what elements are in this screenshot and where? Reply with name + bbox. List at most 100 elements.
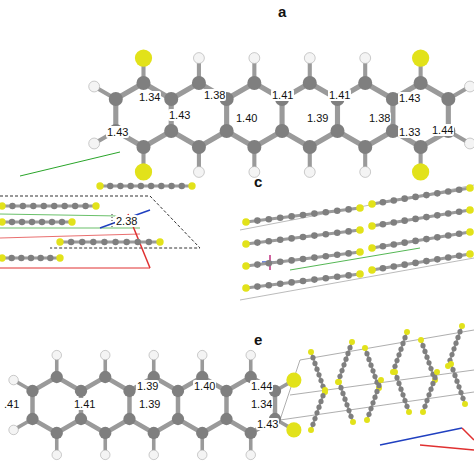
carbon-atom <box>59 219 65 225</box>
carbon-atom <box>434 190 441 197</box>
hydrogen-atom <box>89 138 100 149</box>
carbon-atom <box>79 239 85 245</box>
bond-length: 1.43 <box>398 92 421 104</box>
carbon-atom <box>148 183 154 189</box>
bond-length: 1.41 <box>328 89 351 101</box>
carbon-atom <box>404 404 409 409</box>
carbon-atom <box>358 140 372 154</box>
halogen-atom <box>364 417 370 423</box>
carbon-atom <box>456 230 463 237</box>
carbon-atom <box>368 363 373 368</box>
carbon-atom <box>456 252 463 259</box>
halogen-atom <box>242 284 250 292</box>
carbon-atom <box>422 404 427 409</box>
carbon-atom <box>334 252 341 259</box>
halogen-atom <box>412 49 429 66</box>
carbon-atom <box>380 221 387 228</box>
carbon-atom <box>26 385 38 397</box>
bond <box>393 332 407 372</box>
carbon-atom <box>51 371 63 383</box>
halogen-atom <box>56 254 63 261</box>
carbon-atom <box>348 414 353 419</box>
bond-length: 1.39 <box>136 380 159 392</box>
carbon-atom <box>342 397 347 402</box>
carbon-atom <box>277 237 284 244</box>
bond-length: 1.41 <box>271 89 294 101</box>
bond <box>246 230 360 244</box>
carbon-atom <box>380 265 387 272</box>
carbon-atom <box>164 92 178 106</box>
carbon-atom <box>401 195 408 202</box>
hydrogen-atom <box>9 375 19 385</box>
carbon-atom <box>68 239 74 245</box>
carbon-atom <box>434 234 441 241</box>
hydrogen-atom <box>304 167 315 178</box>
carbon-atom <box>338 385 343 390</box>
carbon-atom <box>412 260 419 267</box>
carbon-atom <box>112 239 118 245</box>
halogen-atom <box>242 262 250 270</box>
carbon-atom <box>192 76 206 90</box>
carbon-atom <box>266 260 273 267</box>
carbon-atom <box>390 241 397 248</box>
halogen-atom <box>92 202 99 209</box>
carbon-atom <box>340 391 345 396</box>
carbon-atom <box>423 236 430 243</box>
bond <box>246 208 360 222</box>
carbon-atom <box>266 238 273 245</box>
carbon-atom <box>449 352 454 357</box>
carbon-atom <box>445 188 452 195</box>
carbon-atom <box>300 278 307 285</box>
carbon-atom <box>303 140 317 154</box>
halogen-atom <box>68 218 75 225</box>
carbon-atom <box>312 416 317 421</box>
hydrogen-atom <box>246 450 256 460</box>
bond <box>372 232 470 248</box>
carbon-atom <box>288 213 295 220</box>
carbon-atom <box>135 239 141 245</box>
carbon-atom <box>277 215 284 222</box>
carbon-atom <box>454 379 459 384</box>
carbon-atom <box>390 263 397 270</box>
bond-length: 1.34 <box>138 91 161 103</box>
halogen-atom <box>0 218 6 225</box>
carbon-atom <box>456 208 463 215</box>
carbon-atom <box>402 398 407 403</box>
carbon-atom <box>334 230 341 237</box>
carbon-atom <box>39 219 45 225</box>
carbon-atom <box>8 255 14 261</box>
carbon-atom <box>323 209 330 216</box>
carbon-atom <box>396 352 401 357</box>
carbon-atom <box>300 256 307 263</box>
carbon-atom <box>168 183 174 189</box>
halogen-atom <box>459 323 465 329</box>
carbon-atom <box>345 206 352 213</box>
carbon-atom <box>310 355 315 360</box>
halogen-atom <box>462 401 468 407</box>
bond-length: 1.41 <box>73 398 96 410</box>
carbon-atom <box>254 283 261 290</box>
carbon-atom <box>458 390 463 395</box>
carbon-atom <box>432 375 437 380</box>
carbon-atom <box>123 239 129 245</box>
halogen-atom <box>336 379 342 385</box>
carbon-atom <box>30 203 36 209</box>
carbon-atom <box>277 259 284 266</box>
carbon-atom <box>457 329 462 334</box>
halogen-atom <box>242 240 250 248</box>
halogen-atom <box>188 182 195 189</box>
halogen-atom <box>135 163 152 180</box>
halogen-atom <box>466 228 474 236</box>
carbon-atom <box>455 335 460 340</box>
bond <box>339 382 353 422</box>
carbon-atom <box>61 203 67 209</box>
carbon-atom <box>358 76 372 90</box>
bond <box>421 340 435 380</box>
carbon-atom <box>123 385 135 397</box>
halogen-atom <box>242 218 250 226</box>
panel-letter: e <box>253 332 263 348</box>
carbon-atom <box>412 216 419 223</box>
carbon-atom <box>412 238 419 245</box>
carbon-atom <box>412 194 419 201</box>
carbon-atom <box>400 392 405 397</box>
